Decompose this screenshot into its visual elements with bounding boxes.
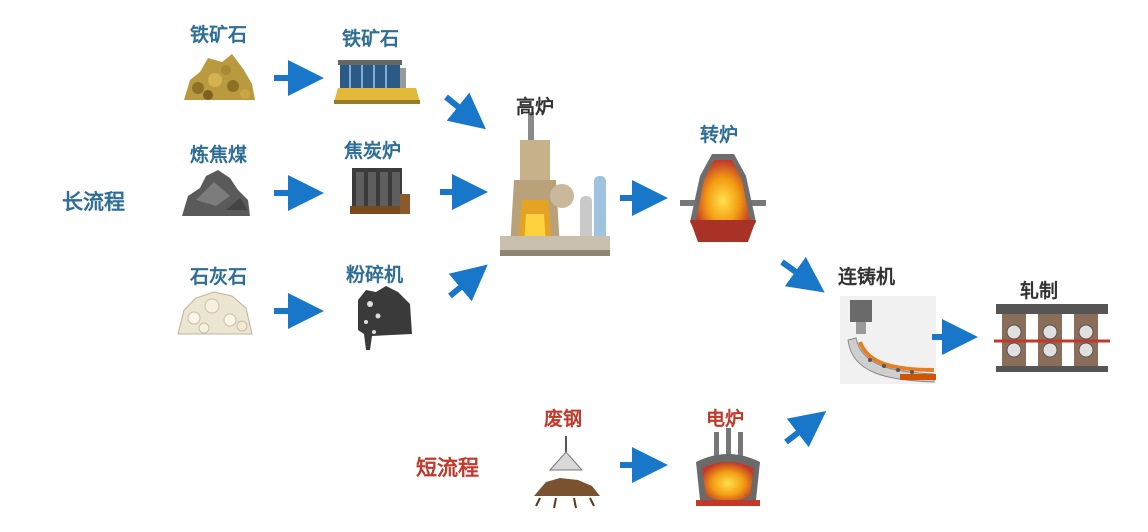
electric-furnace-icon: [696, 428, 760, 506]
iron-ore-stockyard-icon: [334, 60, 420, 104]
iron-ore-stock-label: 铁矿石: [342, 28, 400, 50]
iron-ore-raw-label: 铁矿石: [190, 24, 248, 46]
coking-coal-pile-icon: [182, 170, 250, 216]
arrow-crusher-to-blast-furnace: [448, 264, 488, 302]
limestone-pile-icon: [177, 291, 253, 335]
electric-furnace-label: 电炉: [706, 408, 745, 430]
short-route-label: 短流程: [416, 455, 479, 480]
blast-furnace-label: 高炉: [516, 96, 555, 118]
continuous-caster-label: 连铸机: [838, 266, 896, 288]
blast-furnace-icon: [500, 112, 610, 256]
rolling-label: 轧制: [1020, 280, 1059, 302]
coking-coal-label: 炼焦煤: [190, 144, 248, 166]
continuous-caster-icon: [840, 296, 936, 384]
scrap-steel-label: 废钢: [544, 408, 583, 430]
coke-oven-label: 焦炭炉: [344, 140, 402, 162]
coke-oven-icon: [350, 168, 410, 214]
flow-arrows: [274, 60, 978, 483]
long-route-label: 长流程: [62, 189, 125, 214]
converter-icon: [680, 154, 766, 242]
crusher-icon: [358, 286, 412, 350]
arrow-converter-to-caster: [780, 256, 825, 293]
converter-label: 转炉: [700, 124, 739, 146]
arrow-stock-to-blast-furnace: [444, 92, 487, 130]
limestone-label: 石灰石: [190, 266, 248, 288]
rolling-mill-icon: [994, 304, 1110, 372]
scrap-steel-icon: [534, 436, 600, 509]
crusher-label: 粉碎机: [346, 264, 404, 286]
iron-ore-pile-icon: [184, 54, 255, 100]
arrow-electric-furnace-to-caster: [784, 411, 827, 448]
